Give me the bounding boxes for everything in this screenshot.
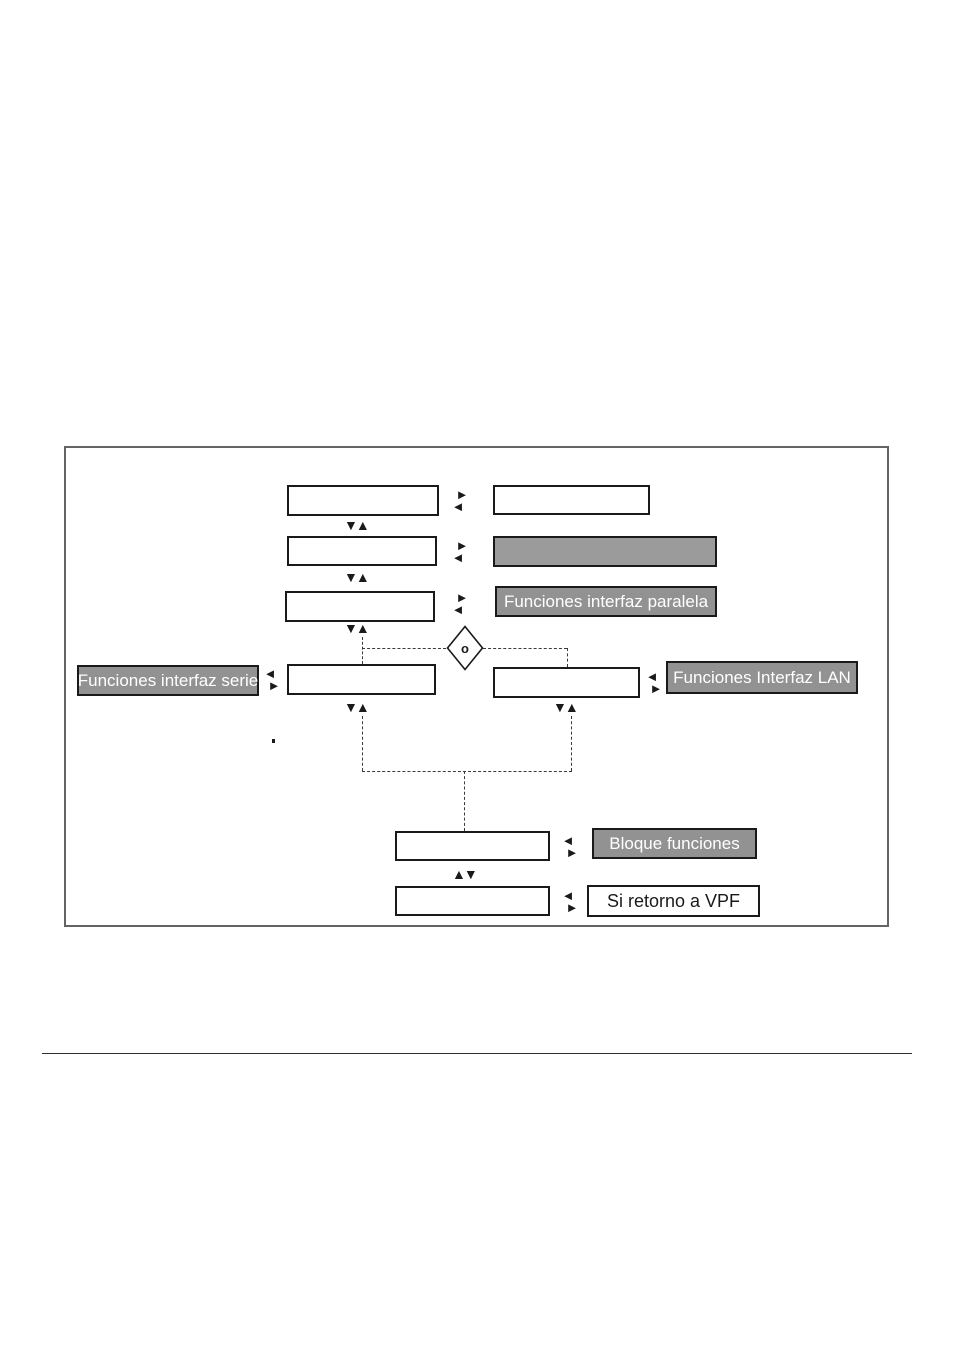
up-triangle-icon: ▲ (355, 620, 370, 636)
up-triangle-icon: ▲ (564, 699, 579, 715)
swap-vertical-icon: ▲▼ (452, 866, 478, 883)
or-diamond (446, 625, 484, 671)
swap-vertical-icon: ▼▲ (344, 517, 370, 534)
dashed-connector-segment (362, 637, 363, 664)
left-triangle-icon: ◄ (645, 669, 659, 684)
left-triangle-icon: ◄ (451, 499, 465, 514)
swap-vertical-icon: ▼▲ (344, 699, 370, 716)
swap-horizontal-icon: ◄ ► (560, 833, 580, 860)
swap-vertical-icon: ▼▲ (344, 569, 370, 586)
left-triangle-icon: ◄ (561, 833, 575, 848)
down-triangle-icon: ▼ (344, 569, 358, 585)
right-triangle-icon: ► (455, 487, 469, 502)
menu-box-serie (287, 664, 436, 695)
right-triangle-icon: ► (267, 678, 281, 693)
swap-horizontal-icon: ◄ ► (262, 666, 282, 693)
up-triangle-icon: ▲ (355, 699, 370, 715)
left-triangle-icon: ◄ (451, 550, 465, 565)
right-triangle-icon: ► (649, 681, 663, 696)
menu-box-top-left (287, 485, 439, 516)
swap-horizontal-icon: ► ◄ (450, 538, 470, 565)
left-triangle-icon: ◄ (263, 666, 277, 681)
swap-horizontal-icon: ◄ ► (560, 888, 580, 915)
down-triangle-icon: ▼ (344, 620, 358, 636)
menu-box-2 (287, 536, 437, 566)
dashed-connector-segment (571, 716, 572, 771)
right-triangle-icon: ► (455, 538, 469, 553)
swap-horizontal-icon: ► ◄ (450, 590, 470, 617)
dashed-connector-segment (567, 648, 568, 667)
dashed-connector-segment (464, 771, 465, 831)
up-triangle-icon: ▲ (355, 517, 370, 533)
menu-box-vpf (395, 886, 550, 916)
menu-box-3 (285, 591, 435, 622)
label-si-retorno-a-vpf: Si retorno a VPF (587, 885, 760, 917)
down-triangle-icon: ▼ (344, 699, 358, 715)
menu-box-lan (493, 667, 640, 698)
dashed-connector-segment (362, 716, 363, 771)
right-triangle-icon: ► (565, 900, 579, 915)
menu-box-bloque (395, 831, 550, 861)
dashed-connector-segment (362, 771, 572, 772)
gray-box-unlabeled (493, 536, 717, 567)
right-triangle-icon: ► (565, 845, 579, 860)
stray-mark (272, 739, 275, 743)
up-triangle-icon: ▲ (355, 569, 370, 585)
or-diamond-label: o (461, 640, 469, 656)
swap-horizontal-icon: ◄ ► (644, 669, 664, 696)
swap-vertical-icon: ▼▲ (344, 620, 370, 637)
label-bloque-funciones: Bloque funciones (592, 828, 757, 859)
label-funciones-interfaz-paralela: Funciones interfaz paralela (495, 586, 717, 617)
up-triangle-icon: ▲ (452, 866, 466, 882)
right-triangle-icon: ► (455, 590, 469, 605)
label-funciones-interfaz-lan: Funciones Interfaz LAN (666, 661, 858, 694)
down-triangle-icon: ▼ (463, 866, 478, 882)
down-triangle-icon: ▼ (344, 517, 358, 533)
dashed-connector-segment (362, 648, 446, 649)
footer-rule (42, 1053, 912, 1054)
down-triangle-icon: ▼ (553, 699, 567, 715)
label-funciones-interfaz-serie: Funciones interfaz serie (77, 665, 259, 696)
dashed-connector-segment (483, 648, 567, 649)
menu-box-top-right (493, 485, 650, 515)
swap-vertical-icon: ▼▲ (553, 699, 579, 716)
left-triangle-icon: ◄ (451, 602, 465, 617)
left-triangle-icon: ◄ (561, 888, 575, 903)
swap-horizontal-icon: ► ◄ (450, 487, 470, 514)
